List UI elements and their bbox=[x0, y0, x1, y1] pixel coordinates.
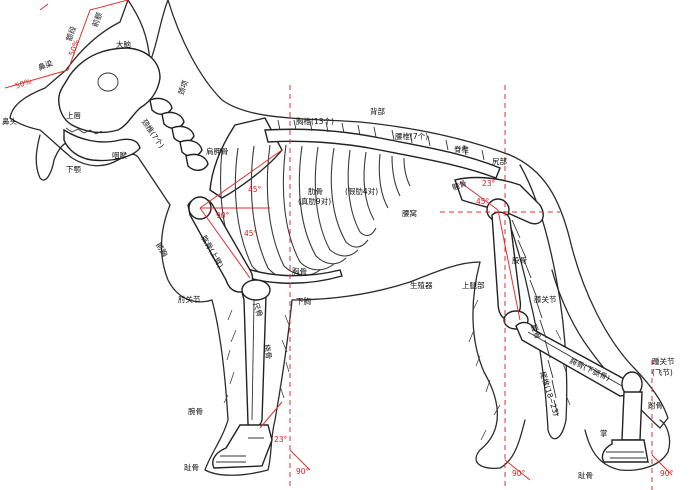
label-rib-true-sub: (真肋9对) bbox=[298, 197, 332, 206]
label-angle-90-front: 90° bbox=[296, 467, 310, 476]
label-toe-front: 趾骨 bbox=[184, 463, 199, 472]
ulna-radius-inner bbox=[251, 299, 255, 421]
label-rib-false: (假肋4对) bbox=[345, 187, 379, 196]
label-angle-90-rear: 90° bbox=[660, 469, 674, 478]
tail-vertebrae bbox=[511, 219, 559, 417]
label-radius: 桡骨 bbox=[262, 343, 274, 360]
label-lower-chest: 下胸 bbox=[296, 297, 311, 306]
label-rib-true: 肋骨 bbox=[308, 187, 323, 196]
head-outline bbox=[9, 0, 129, 119]
hind-toe-bones bbox=[601, 439, 649, 463]
label-flank: 腰窝 bbox=[402, 209, 417, 218]
label-hind-foot: 掌 bbox=[600, 429, 608, 438]
sternum-bone bbox=[233, 262, 343, 284]
label-scapula: 肩胛骨 bbox=[206, 147, 229, 156]
label-cerebrum: 大脑 bbox=[116, 40, 131, 49]
teeth-line bbox=[65, 127, 103, 135]
jaw-bone bbox=[63, 128, 141, 162]
tail-outline bbox=[504, 164, 568, 440]
orbit-eye-socket bbox=[97, 72, 119, 92]
hind-toes bbox=[606, 451, 646, 459]
chest-outline bbox=[160, 204, 213, 303]
metatarsal-bone bbox=[621, 391, 643, 441]
shoulder-angle-guide bbox=[199, 149, 283, 279]
elbow-joint bbox=[241, 279, 271, 301]
front-leg-fur bbox=[223, 309, 290, 404]
cervical-vertebrae bbox=[149, 97, 209, 171]
scapula-bone bbox=[209, 117, 283, 199]
label-spine: 脊椎 bbox=[454, 145, 469, 154]
label-metatarsal: 跗骨 bbox=[648, 401, 663, 410]
label-elbow: 肘关节 bbox=[178, 295, 201, 304]
front-foot-angle-guide bbox=[259, 401, 311, 471]
front-leg-outline bbox=[204, 299, 293, 476]
label-angle-90: 90° bbox=[216, 211, 230, 220]
label-back: 背部 bbox=[370, 107, 385, 116]
label-angle-45-a: 45° bbox=[248, 185, 262, 194]
label-hock-sub: (飞节) bbox=[652, 368, 673, 377]
label-angle-45-b: 45° bbox=[244, 229, 258, 238]
label-thoracic: 胸椎(13个) bbox=[296, 117, 334, 126]
label-sheath: 生殖器 bbox=[410, 281, 433, 290]
hind-foot-outline bbox=[584, 419, 671, 472]
label-nose-tip: 鼻头 bbox=[2, 117, 17, 126]
label-carpal: 腕骨 bbox=[188, 407, 203, 416]
tongue-outline bbox=[35, 134, 67, 181]
muzzle-lower-outline bbox=[9, 117, 171, 206]
label-sternum: 胸骨 bbox=[292, 267, 307, 276]
label-stifle: 膝关节 bbox=[534, 295, 557, 304]
label-angle-45-hip: 45° bbox=[476, 197, 490, 206]
head-proportion-guides bbox=[4, 0, 129, 89]
front-toes bbox=[216, 437, 264, 463]
label-throat: 咽喉 bbox=[112, 151, 127, 160]
spine-vertebrae bbox=[264, 119, 501, 179]
rear-angle-guide bbox=[504, 454, 673, 481]
label-toe-rear: 趾骨 bbox=[578, 471, 593, 480]
tibia-inner bbox=[527, 331, 623, 387]
label-croup: 尻部 bbox=[492, 157, 507, 166]
label-lumbar: 腰椎(7个) bbox=[395, 132, 429, 141]
label-hock: 踵关节 bbox=[652, 357, 675, 366]
label-angle-90-mid: 90° bbox=[512, 469, 526, 478]
hip-angle-guide bbox=[459, 181, 521, 321]
label-lower-jaw: 下颚 bbox=[66, 165, 81, 174]
label-angle-23-foot: 23° bbox=[274, 435, 288, 444]
front-paw-bones bbox=[212, 424, 273, 469]
label-angle-23-hip: 23° bbox=[482, 179, 496, 188]
label-upper-lip: 上唇 bbox=[66, 111, 81, 120]
rear-leg-fur bbox=[468, 299, 571, 441]
label-femur: 股骨 bbox=[512, 256, 527, 265]
belly-outline bbox=[291, 261, 481, 301]
label-thigh: 上腿部 bbox=[462, 281, 485, 290]
skull-bone bbox=[58, 47, 161, 134]
